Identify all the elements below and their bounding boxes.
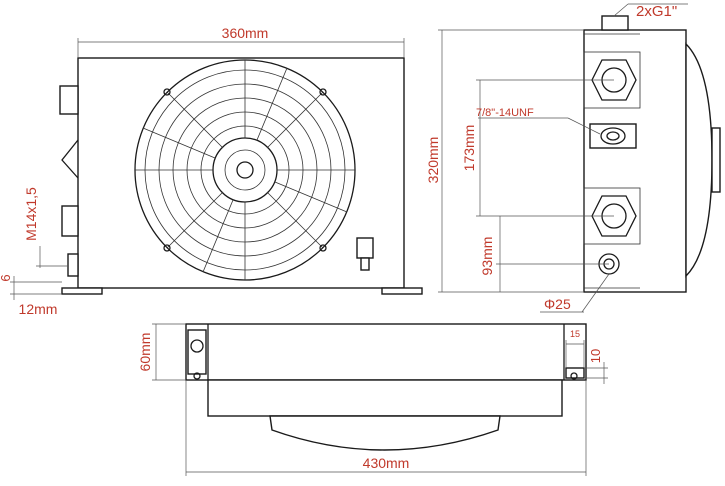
slot-len-label: 10: [588, 349, 603, 363]
port-size-label: 2xG1": [636, 3, 677, 20]
side-top-nipple: [601, 15, 629, 31]
side-dimensions: [438, 3, 688, 313]
port-spacing-label: 173mm: [461, 125, 477, 172]
side-housing: [583, 29, 687, 293]
fan-motor-dome: [685, 42, 713, 278]
junction-box: [356, 237, 374, 259]
front-dimensions: [10, 38, 405, 300]
drain-dia-label: Φ25: [544, 296, 571, 312]
front-side-bracket: [61, 139, 79, 179]
fan-shroud: [207, 379, 563, 417]
side-view: [583, 15, 721, 293]
width-front-label: 360mm: [222, 25, 269, 41]
thread-m-label: M14x1,5: [23, 187, 39, 241]
front-foot-right: [381, 287, 423, 295]
front-view: [59, 57, 423, 295]
motor-housing-top: [269, 415, 501, 451]
width-top-label: 430mm: [363, 455, 410, 471]
slot-width-label: 15: [570, 329, 580, 339]
top-dimensions: [152, 323, 608, 476]
front-foot-left: [61, 287, 103, 295]
fan-guard: [134, 59, 356, 281]
height-total-label: 320mm: [425, 137, 441, 184]
foot-height-label: 12mm: [19, 301, 58, 317]
front-housing: [77, 57, 405, 289]
top-housing: [185, 323, 587, 381]
cable-gland: [360, 257, 370, 271]
port-bottom-label: 93mm: [479, 237, 495, 276]
front-plug: [67, 253, 79, 277]
top-view: [185, 323, 587, 451]
front-bottom-port: [61, 205, 79, 237]
foot-offset-label: 6: [0, 274, 13, 281]
motor-cap: [711, 127, 721, 193]
front-top-port: [59, 85, 79, 115]
depth-label: 60mm: [137, 333, 153, 372]
sensor-thread-label: 7/8"-14UNF: [476, 107, 534, 119]
